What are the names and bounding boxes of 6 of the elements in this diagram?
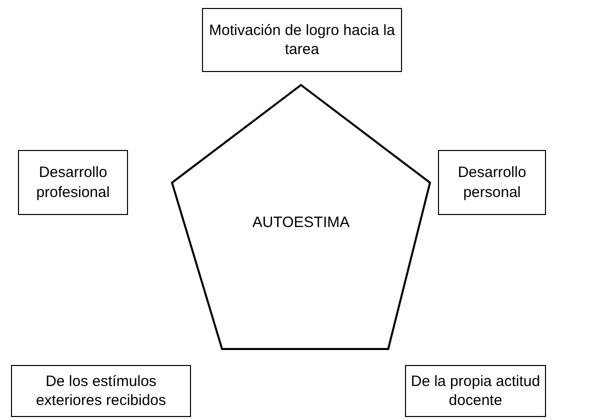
- text-box: Desarrollo personal: [438, 150, 546, 215]
- text-box: De la propia actitud docente: [405, 365, 546, 417]
- center-label: AUTOESTIMA: [252, 214, 350, 230]
- text-box: De los estímulos exteriores recibidos: [11, 365, 191, 417]
- text-box: Desarrollo profesional: [18, 150, 128, 215]
- text-box: Motivación de logro hacia la tarea: [202, 8, 402, 72]
